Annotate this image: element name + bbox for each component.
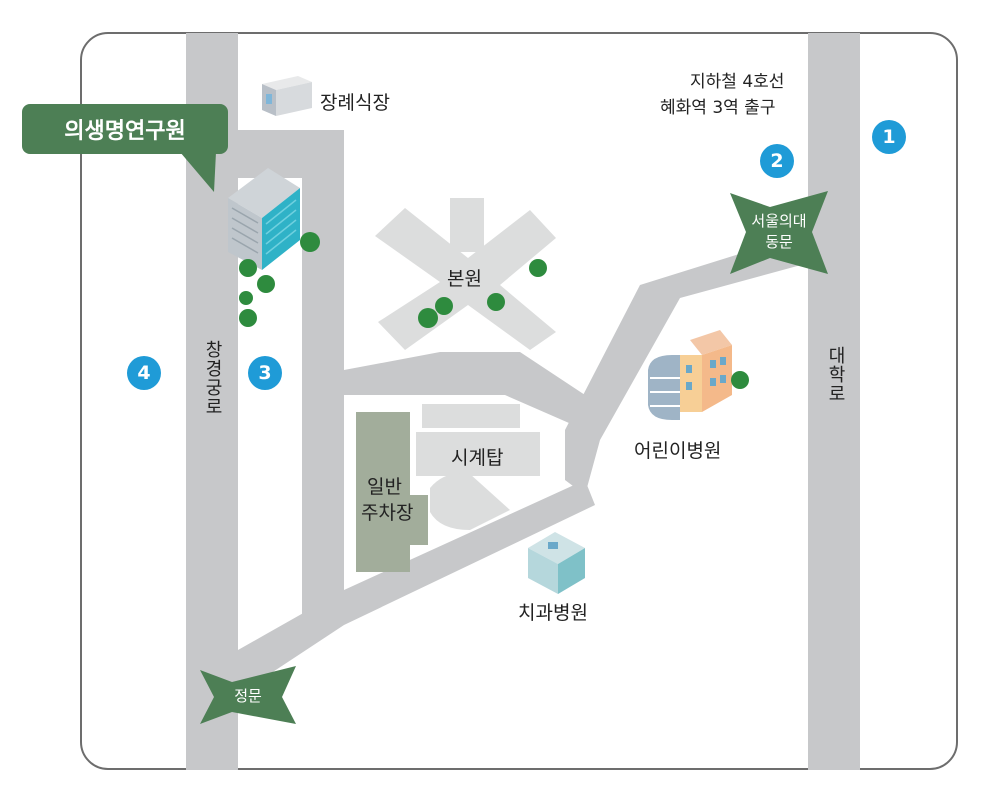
main-gate-shape xyxy=(200,666,296,724)
marker-1[interactable]: 1 xyxy=(872,120,906,154)
subway-exit-label: 혜화역 3역 출구 xyxy=(660,98,776,118)
dental-hospital-label[interactable]: 치과병원 xyxy=(518,602,588,624)
clock-tower-label[interactable]: 시계탑 xyxy=(451,447,504,469)
parking-label-2[interactable]: 주차장 xyxy=(361,502,414,524)
clock-tower-plaza xyxy=(430,473,510,530)
clock-tower-top xyxy=(422,404,520,428)
main-gate-label[interactable]: 정문 xyxy=(234,687,262,705)
marker-3[interactable]: 3 xyxy=(248,356,282,390)
dental-hospital-icon xyxy=(528,532,585,594)
marker-2[interactable]: 2 xyxy=(760,144,794,178)
east-gate-line1: 서울의대 xyxy=(751,212,807,230)
funeral-hall-label[interactable]: 장례식장 xyxy=(320,92,390,114)
callout-shape xyxy=(22,104,228,192)
east-gate-shape xyxy=(730,191,828,274)
north-inner-road xyxy=(238,130,344,615)
subway-line-label: 지하철 4호선 xyxy=(690,72,785,92)
trees xyxy=(239,232,749,389)
parking-label-1: 일반 xyxy=(367,476,402,498)
main-building-label[interactable]: 본원 xyxy=(447,268,482,290)
changgyeonggung-road-label: 창경궁로 xyxy=(202,340,223,416)
funeral-hall-icon xyxy=(262,76,312,116)
childrens-hospital-label[interactable]: 어린이병원 xyxy=(634,440,722,462)
east-gate-line2: 동문 xyxy=(765,233,793,251)
horizontal-road xyxy=(344,352,585,430)
daehak-road-label: 대학로 xyxy=(825,346,846,403)
roads xyxy=(186,33,860,770)
south-diagonal-road xyxy=(238,480,595,695)
clock-tower-area xyxy=(416,404,540,530)
childrens-hospital-icon xyxy=(648,330,732,420)
research-institute-callout[interactable]: 의생명연구원 xyxy=(64,119,186,144)
clock-tower-building xyxy=(416,432,540,476)
marker-4[interactable]: 4 xyxy=(127,356,161,390)
parking-area xyxy=(356,412,428,572)
east-gate-label[interactable]: 서울의대 동문 xyxy=(739,211,819,253)
research-building-icon xyxy=(228,168,300,270)
daehak-road xyxy=(808,33,860,770)
